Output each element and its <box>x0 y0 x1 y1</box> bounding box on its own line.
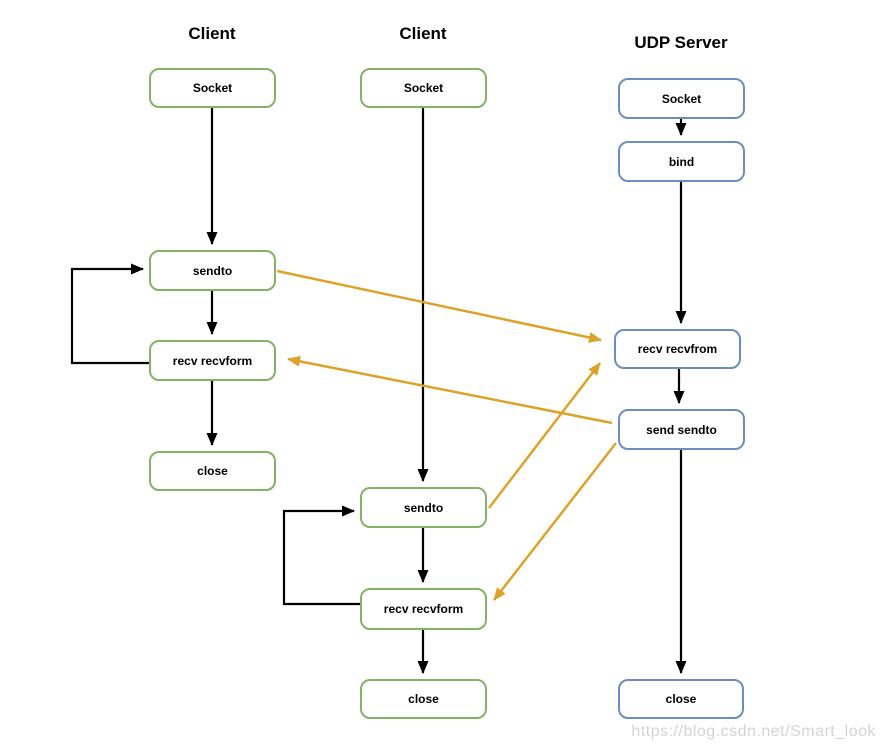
c2-close-node: close <box>360 679 487 719</box>
client1-title: Client <box>188 24 236 43</box>
server-send-node: send sendto <box>618 409 745 450</box>
c1-recv-node: recv recvform <box>149 340 276 381</box>
c2-sendto-node: sendto <box>360 487 487 528</box>
c1-close-node: close <box>149 451 276 491</box>
client2-title: Client <box>399 24 447 43</box>
c2-recv-node: recv recvform <box>360 588 487 630</box>
server-recv-node: recv recvfrom <box>614 329 741 369</box>
watermark: https://blog.csdn.net/Smart_look <box>631 723 876 740</box>
server-close-node: close <box>618 679 744 719</box>
arrow-server-send-to-c2-recv <box>493 442 617 601</box>
arrow-c1-loop-recv-to-sendto <box>70 263 149 365</box>
server-socket-node: Socket <box>618 78 745 119</box>
c1-sendto-node: sendto <box>149 250 276 291</box>
arrow-c2-sendto-to-server-recv <box>488 362 601 509</box>
c2-socket-node: Socket <box>360 68 487 108</box>
server-title: UDP Server <box>634 33 728 52</box>
arrow-c2-loop-recv-to-sendto <box>282 505 360 606</box>
c1-socket-node: Socket <box>149 68 276 108</box>
arrow-c1-sendto-to-server-recv <box>276 269 602 343</box>
server-bind-node: bind <box>618 141 745 182</box>
arrow-server-send-to-c1-recv <box>287 355 613 425</box>
